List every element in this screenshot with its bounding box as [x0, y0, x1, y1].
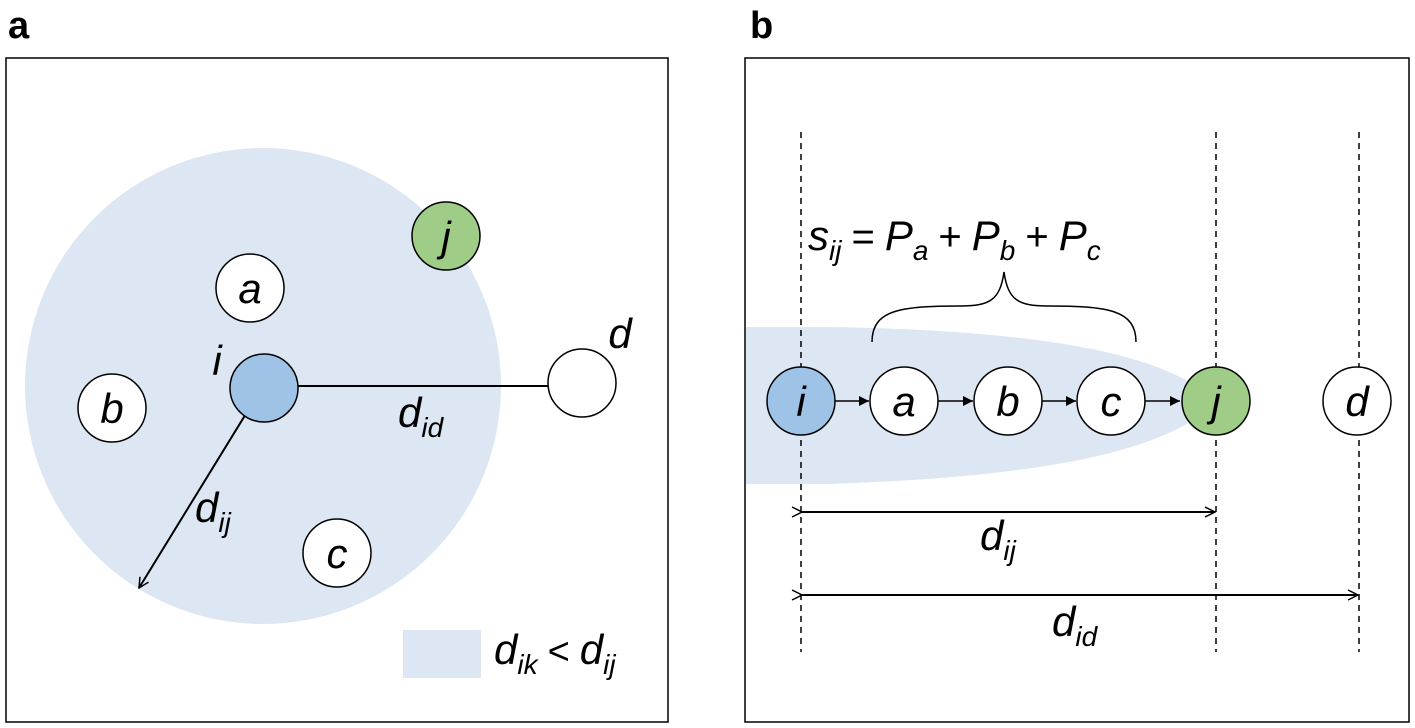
node-d — [547, 348, 617, 418]
node-a — [869, 366, 939, 436]
label-d-id: did — [398, 389, 445, 443]
node-i — [229, 353, 299, 423]
node-c-label: c — [327, 530, 348, 577]
label-d-ij-b: dij — [980, 512, 1017, 566]
node-b — [77, 373, 147, 443]
legend-swatch — [403, 630, 481, 678]
node-j — [411, 201, 481, 271]
node-b-label: b — [996, 378, 1019, 425]
node-d-label: d — [1345, 378, 1370, 425]
node-c-label: c — [1101, 378, 1122, 425]
node-c — [1076, 366, 1146, 436]
panel-b-letter: b — [750, 5, 773, 47]
node-b-label: b — [100, 385, 123, 432]
node-d-label: d — [608, 310, 633, 357]
arrow-d-ij — [139, 386, 263, 588]
node-a-label: a — [892, 378, 915, 425]
panel-a-frame — [5, 57, 669, 723]
node-a-label: a — [238, 265, 261, 312]
brace — [871, 271, 1137, 343]
legend-text: dik<dij — [494, 626, 616, 680]
node-d — [1322, 366, 1392, 436]
node-i — [766, 366, 836, 436]
label-d-id-b: did — [1052, 598, 1099, 652]
node-i-label: i — [212, 337, 223, 384]
node-j — [1181, 366, 1251, 436]
node-i-label: i — [796, 378, 807, 425]
formula-sij: sij=Pa+Pb+Pc — [808, 212, 1101, 266]
panel-b-frame — [744, 57, 1410, 723]
panel-a-letter: a — [8, 5, 30, 47]
node-c — [302, 518, 372, 588]
label-d-ij: dij — [195, 484, 232, 538]
node-b — [973, 366, 1043, 436]
node-a — [215, 253, 285, 323]
